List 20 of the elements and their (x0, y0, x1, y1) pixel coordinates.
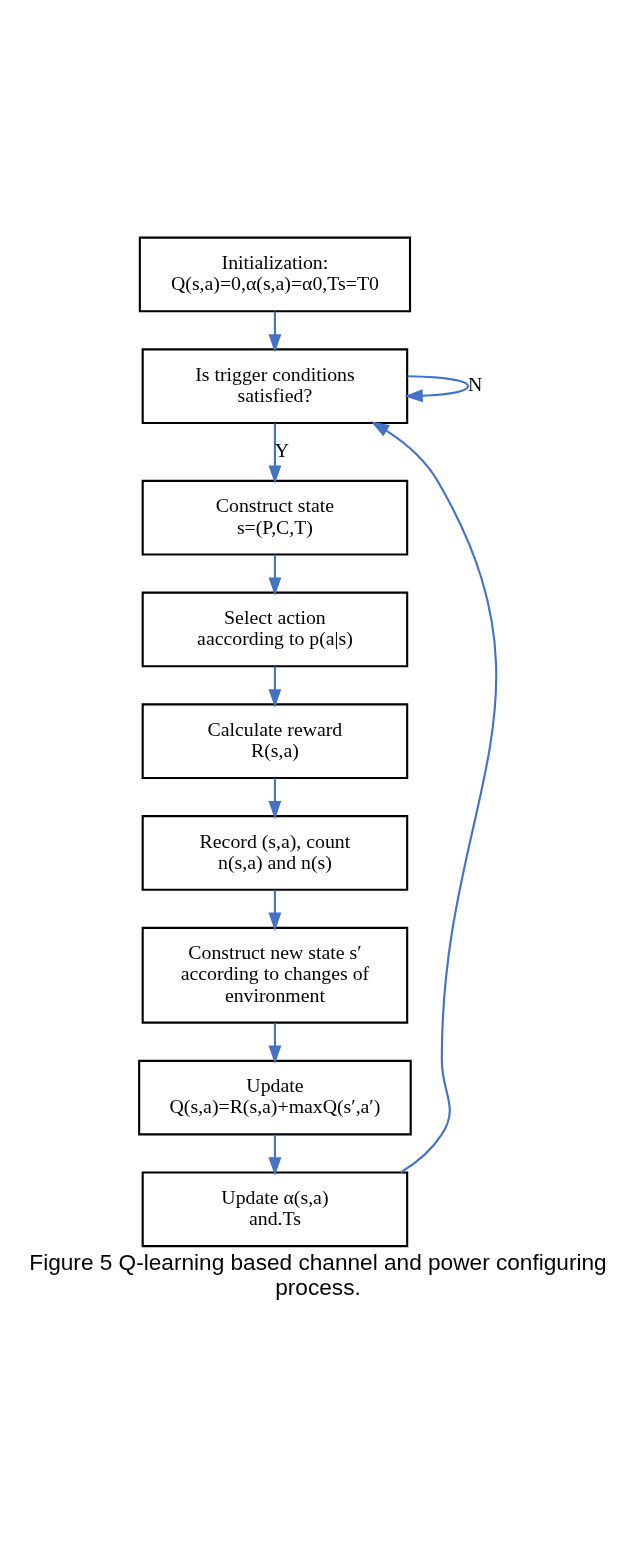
node-box: Select action aaccording to p(a|s) (141, 591, 409, 668)
node-box: Construct new state s′ according to changes of environment (141, 926, 409, 1024)
caption: Figure 5 Q-learning based channel and power configuring process. (29, 1249, 607, 1301)
arrow (268, 666, 282, 708)
arrow (268, 1134, 282, 1176)
node-box: Update α(s,a) and.Ts (141, 1171, 409, 1248)
node-box: Update Q(s,a)=R(s,a)+maxQ(s′,a′) (138, 1059, 412, 1136)
arrow (404, 375, 470, 403)
node-box: Initialization: Q(s,a)=0,α(s,a)=α0,Ts=T0 (138, 236, 412, 313)
edge-label: N (467, 373, 483, 396)
arrow (268, 554, 282, 596)
node-box: Is trigger conditions satisfied? (141, 348, 409, 424)
arrow (268, 311, 282, 353)
arrow (370, 421, 498, 1174)
arrow (268, 1023, 282, 1064)
node-box: Record (s,a), count n(s,a) and n(s) (141, 815, 409, 891)
node-box: Calculate reward R(s,a) (141, 703, 409, 779)
arrow (268, 778, 282, 820)
arrow (268, 890, 282, 931)
node-box: Construct state s=(P,C,T) (141, 479, 409, 556)
